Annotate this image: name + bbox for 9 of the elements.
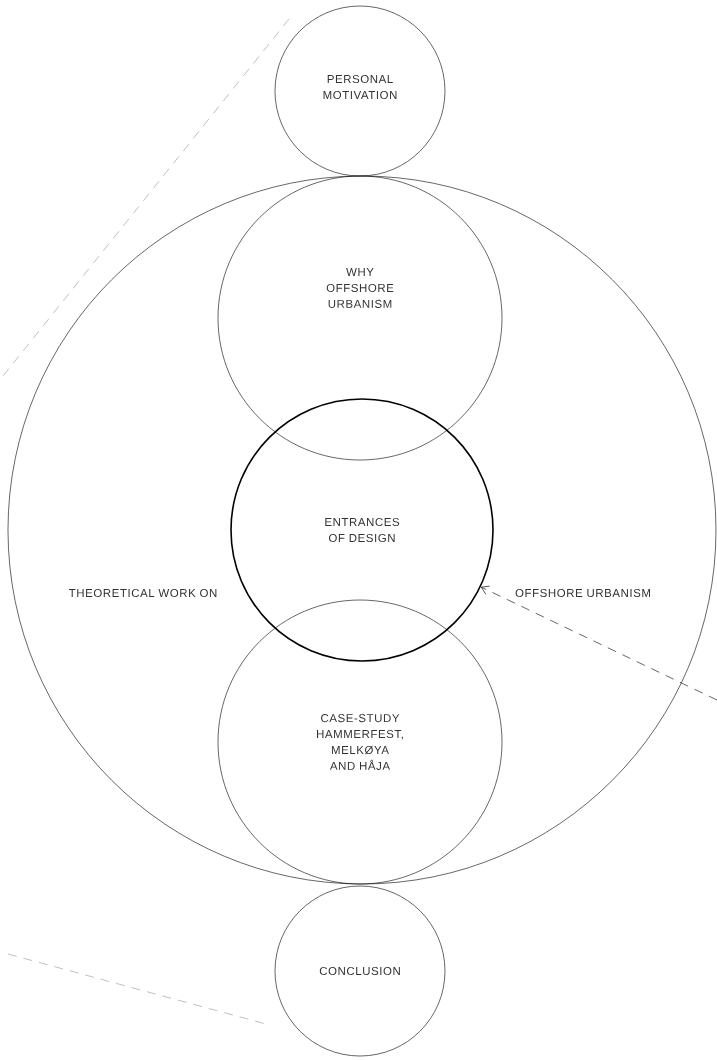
circle-node: CONCLUSION bbox=[274, 885, 446, 1057]
circle-label: OFFSHORE URBANISM bbox=[513, 587, 653, 599]
circle-node: WHY OFFSHORE URBANISM bbox=[217, 175, 503, 461]
circle-node: PERSONAL MOTIVATION bbox=[274, 5, 446, 177]
circle-node: CASE-STUDY HAMMERFEST, MELKØYA AND HÅJA bbox=[217, 599, 503, 885]
dashed-arrow bbox=[481, 585, 717, 701]
circle-node: ENTRANCES OF DESIGN bbox=[230, 398, 494, 662]
outer-circle bbox=[7, 175, 717, 885]
circle-label: THEORETICAL WORK ON bbox=[67, 587, 219, 599]
